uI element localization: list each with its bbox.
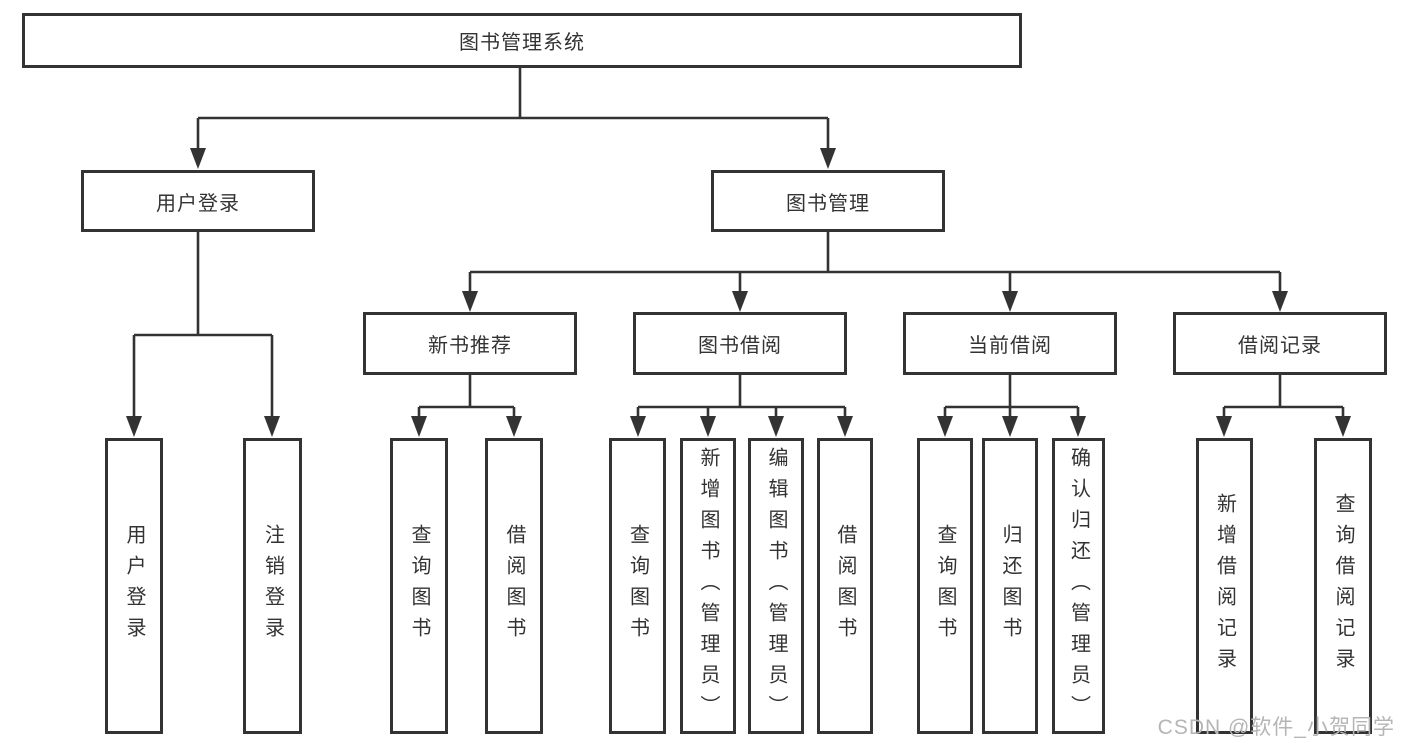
arrowhead xyxy=(820,148,836,169)
node-book-management-branch: 图书管理 xyxy=(711,170,945,232)
node-leaf-confirm-return-admin: 确认归还（管理员） xyxy=(1052,438,1105,734)
arrowhead xyxy=(190,148,206,169)
node-borrowing-records: 借阅记录 xyxy=(1173,312,1387,375)
arrowhead xyxy=(768,416,784,437)
arrowhead xyxy=(1002,291,1018,312)
node-leaf-query-books-2: 查询图书 xyxy=(609,438,666,734)
arrowhead xyxy=(1002,416,1018,437)
node-leaf-edit-books-admin: 编辑图书（管理员） xyxy=(748,438,804,734)
node-book-borrowing: 图书借阅 xyxy=(633,312,847,375)
arrowhead xyxy=(700,416,716,437)
node-library-management-system: 图书管理系统 xyxy=(22,13,1022,68)
node-leaf-add-borrow-record: 新增借阅记录 xyxy=(1196,438,1253,734)
arrowhead xyxy=(264,416,280,437)
node-leaf-borrow-books-1: 借阅图书 xyxy=(485,438,543,734)
arrowhead xyxy=(1070,416,1086,437)
arrowhead xyxy=(1216,416,1232,437)
node-leaf-query-books-1: 查询图书 xyxy=(390,438,448,734)
arrowhead xyxy=(462,291,478,312)
node-leaf-return-books: 归还图书 xyxy=(982,438,1038,734)
node-leaf-borrow-books-2: 借阅图书 xyxy=(817,438,873,734)
arrowhead xyxy=(1272,291,1288,312)
node-leaf-add-books-admin: 新增图书（管理员） xyxy=(680,438,736,734)
csdn-watermark: CSDN @软件_小贺同学 xyxy=(1157,716,1395,739)
arrowhead xyxy=(411,416,427,437)
node-new-book-recommendation: 新书推荐 xyxy=(363,312,577,375)
arrowhead xyxy=(937,416,953,437)
node-leaf-query-borrow-record: 查询借阅记录 xyxy=(1314,438,1372,734)
arrowhead xyxy=(126,416,142,437)
node-leaf-logout: 注销登录 xyxy=(243,438,302,734)
arrowhead xyxy=(630,416,646,437)
arrowhead xyxy=(732,291,748,312)
node-user-login-branch: 用户登录 xyxy=(81,170,315,232)
arrowhead xyxy=(506,416,522,437)
node-leaf-user-login: 用户登录 xyxy=(105,438,163,734)
node-current-borrowing: 当前借阅 xyxy=(903,312,1117,375)
arrowhead xyxy=(837,416,853,437)
node-leaf-query-books-3: 查询图书 xyxy=(917,438,973,734)
arrowhead xyxy=(1335,416,1351,437)
